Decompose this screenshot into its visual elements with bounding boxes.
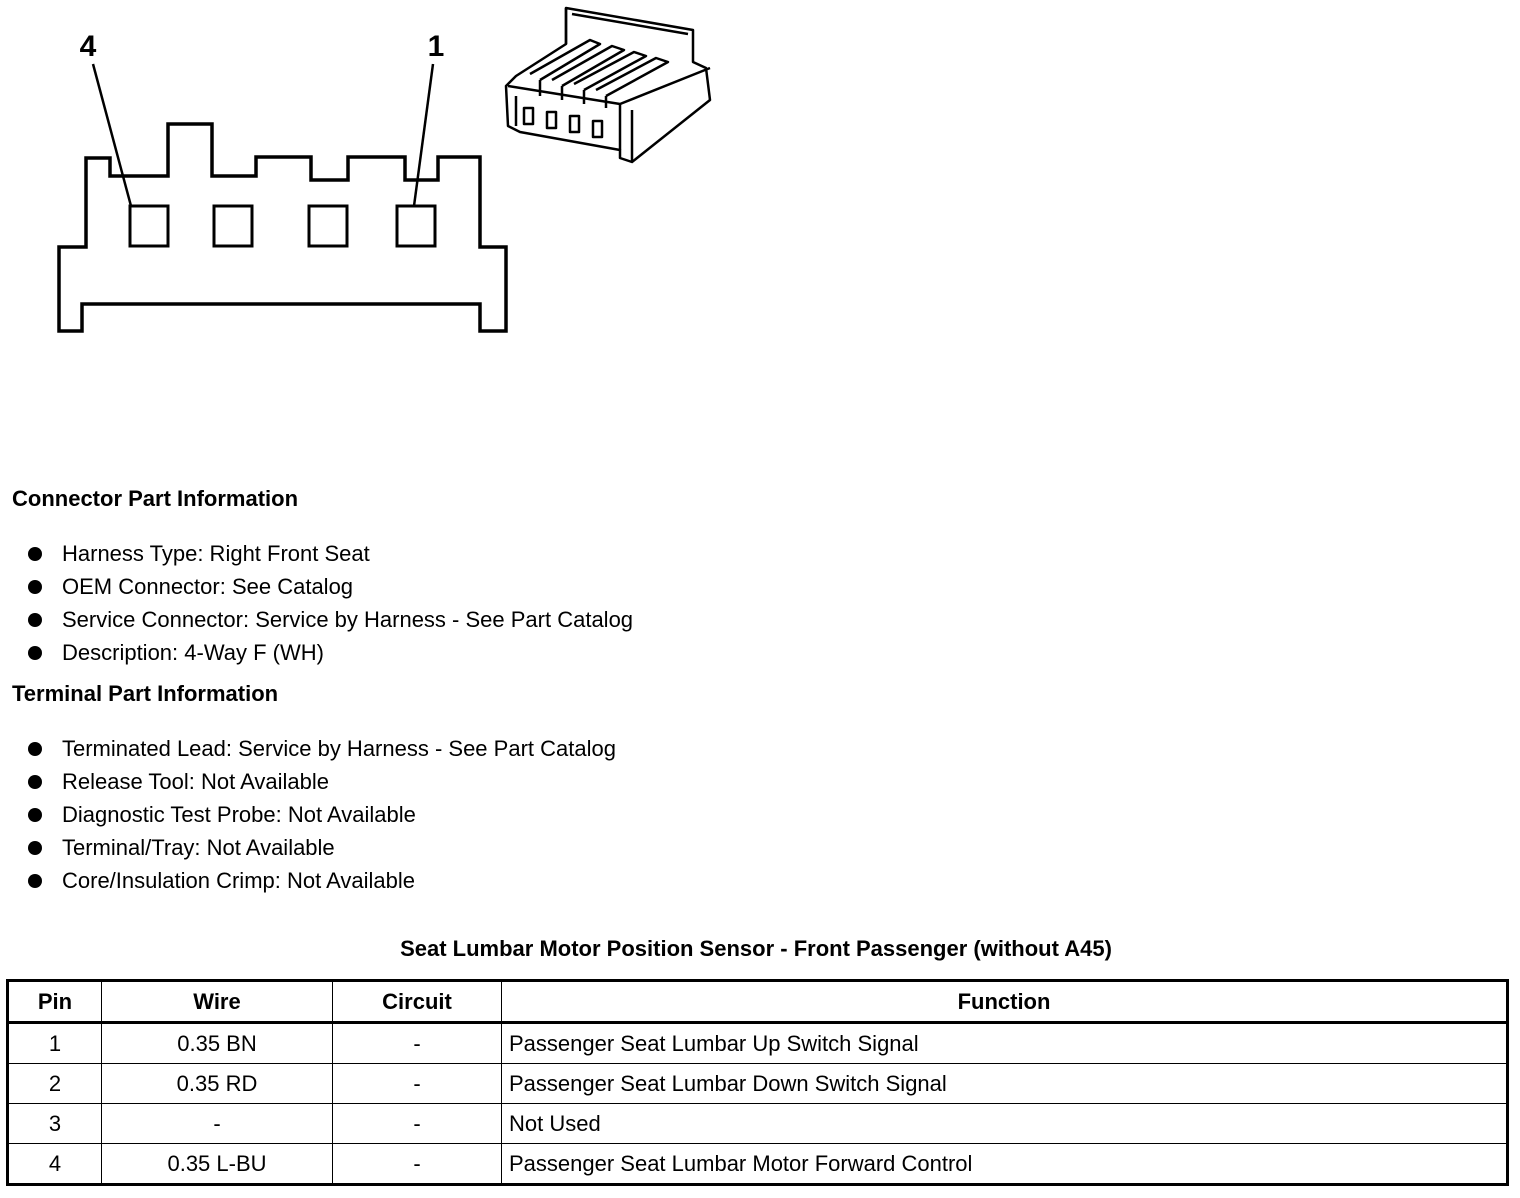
list-item: Terminal/Tray: Not Available <box>28 831 616 864</box>
cell-function: Passenger Seat Lumbar Down Switch Signal <box>501 1063 1508 1104</box>
table-header-row: Pin Wire Circuit Function <box>7 980 1508 1024</box>
bullet-icon <box>28 742 42 756</box>
connector-outline <box>57 122 508 333</box>
connector-part-info-list: Harness Type: Right Front Seat OEM Conne… <box>28 537 633 669</box>
list-item-text: Release Tool: Not Available <box>62 769 330 794</box>
cell-wire: 0.35 BN <box>101 1022 333 1064</box>
cell-function: Passenger Seat Lumbar Up Switch Signal <box>501 1022 1508 1064</box>
table-row: 1 0.35 BN - Passenger Seat Lumbar Up Swi… <box>7 1022 1508 1064</box>
cell-pin: 2 <box>7 1063 102 1104</box>
cell-function: Not Used <box>501 1103 1508 1144</box>
bullet-icon <box>28 874 42 888</box>
pin-table: Pin Wire Circuit Function 1 0.35 BN - Pa… <box>6 979 1509 1186</box>
bullet-icon <box>28 775 42 789</box>
column-header-pin: Pin <box>7 980 102 1024</box>
list-item: OEM Connector: See Catalog <box>28 570 633 603</box>
table-row: 3 - - Not Used <box>7 1103 1508 1144</box>
list-item-text: OEM Connector: See Catalog <box>62 574 354 599</box>
terminal-part-info-heading: Terminal Part Information <box>12 681 279 706</box>
list-item-text: Diagnostic Test Probe: Not Available <box>62 802 416 827</box>
table-row: 4 0.35 L-BU - Passenger Seat Lumbar Moto… <box>7 1143 1508 1185</box>
pin-label-right: 1 <box>428 30 445 63</box>
column-header-function: Function <box>501 980 1508 1024</box>
bullet-icon <box>28 613 42 627</box>
bullet-icon <box>28 547 42 561</box>
list-item-text: Terminal/Tray: Not Available <box>62 835 335 860</box>
column-header-circuit: Circuit <box>332 980 502 1024</box>
pin-1-leader-line <box>412 63 435 207</box>
list-item: Release Tool: Not Available <box>28 765 616 798</box>
terminal-part-info-list: Terminated Lead: Service by Harness - Se… <box>28 732 616 897</box>
list-item: Harness Type: Right Front Seat <box>28 537 633 570</box>
cell-circuit: - <box>332 1063 502 1104</box>
terminal-cavity-4 <box>128 204 170 248</box>
cell-wire: 0.35 L-BU <box>101 1143 333 1185</box>
list-item: Description: 4-Way F (WH) <box>28 636 633 669</box>
cell-wire: 0.35 RD <box>101 1063 333 1104</box>
pin-label-left: 4 <box>80 30 97 63</box>
bullet-icon <box>28 646 42 660</box>
connector-face-diagram: 4 1 <box>57 6 712 333</box>
cell-wire: - <box>101 1103 333 1144</box>
bullet-icon <box>28 580 42 594</box>
pin-4-leader-line <box>91 63 133 207</box>
cell-pin: 3 <box>7 1103 102 1144</box>
connector-part-info-heading: Connector Part Information <box>12 486 299 511</box>
list-item: Diagnostic Test Probe: Not Available <box>28 798 616 831</box>
cell-function: Passenger Seat Lumbar Motor Forward Cont… <box>501 1143 1508 1185</box>
bullet-icon <box>28 841 42 855</box>
list-item-text: Description: 4-Way F (WH) <box>62 640 324 665</box>
cell-circuit: - <box>332 1022 502 1064</box>
list-item-text: Terminated Lead: Service by Harness - Se… <box>62 736 616 761</box>
list-item-text: Service Connector: Service by Harness - … <box>62 607 634 632</box>
list-item-text: Harness Type: Right Front Seat <box>62 541 370 566</box>
table-row: 2 0.35 RD - Passenger Seat Lumbar Down S… <box>7 1063 1508 1104</box>
terminal-cavity-3 <box>212 204 254 248</box>
list-item: Core/Insulation Crimp: Not Available <box>28 864 616 897</box>
list-item: Terminated Lead: Service by Harness - Se… <box>28 732 616 765</box>
list-item: Service Connector: Service by Harness - … <box>28 603 633 636</box>
cell-circuit: - <box>332 1143 502 1185</box>
bullet-icon <box>28 808 42 822</box>
terminal-cavity-1 <box>395 204 437 248</box>
list-item-text: Core/Insulation Crimp: Not Available <box>62 868 415 893</box>
connector-isometric-illustration <box>504 6 712 164</box>
pin-table-title: Seat Lumbar Motor Position Sensor - Fron… <box>400 936 1112 961</box>
cell-pin: 4 <box>7 1143 102 1185</box>
cell-circuit: - <box>332 1103 502 1144</box>
cell-pin: 1 <box>7 1022 102 1064</box>
terminal-cavity-2 <box>307 204 349 248</box>
column-header-wire: Wire <box>101 980 333 1024</box>
